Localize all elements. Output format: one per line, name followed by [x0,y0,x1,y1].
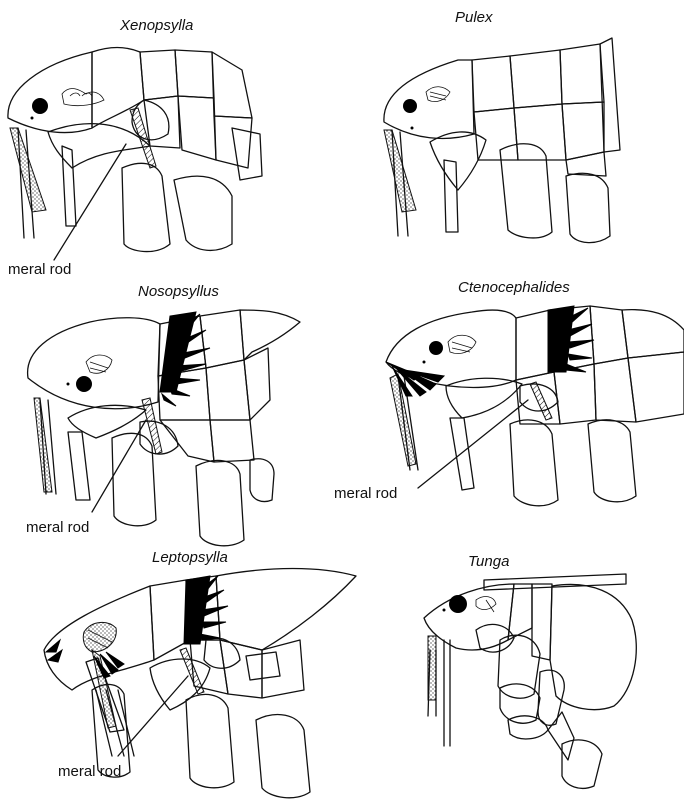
meral-rod-label-ctenocephalides: meral rod [334,485,397,502]
panel-title-pulex: Pulex [455,9,493,26]
leader-line-leptopsylla [118,676,188,756]
panel-title-ctenocephalides: Ctenocephalides [458,279,570,296]
panel-leptopsylla: Leptopsylla [44,549,356,798]
meral-rod-label-xenopsylla: meral rod [8,261,71,278]
panel-title-tunga: Tunga [468,553,509,570]
pronotal-comb-ctenocephalides [548,306,594,372]
flea-drawing-xenopsylla [8,48,262,252]
pronotal-comb-leptopsylla [184,576,228,644]
meral-rod-label-leptopsylla: meral rod [58,763,121,780]
panel-xenopsylla: Xenopsylla meral rod [8,17,262,278]
panel-tunga: Tunga [424,553,636,788]
flea-drawing-ctenocephalides [386,306,684,506]
panel-ctenocephalides: Ctenocephalides [334,279,684,506]
flea-drawing-nosopsyllus [28,310,300,546]
leader-line-nosopsyllus [92,420,146,512]
panel-title-xenopsylla: Xenopsylla [119,17,193,34]
panel-title-leptopsylla: Leptopsylla [152,549,228,566]
panel-title-nosopsyllus: Nosopsyllus [138,283,219,300]
meral-rod-label-nosopsyllus: meral rod [26,519,89,536]
panel-nosopsyllus: Nosopsyllus [26,283,300,546]
panel-pulex: Pulex [384,9,620,243]
flea-drawing-tunga [424,574,636,788]
flea-drawing-pulex [384,38,620,243]
pronotal-comb-nosopsyllus [160,312,210,406]
